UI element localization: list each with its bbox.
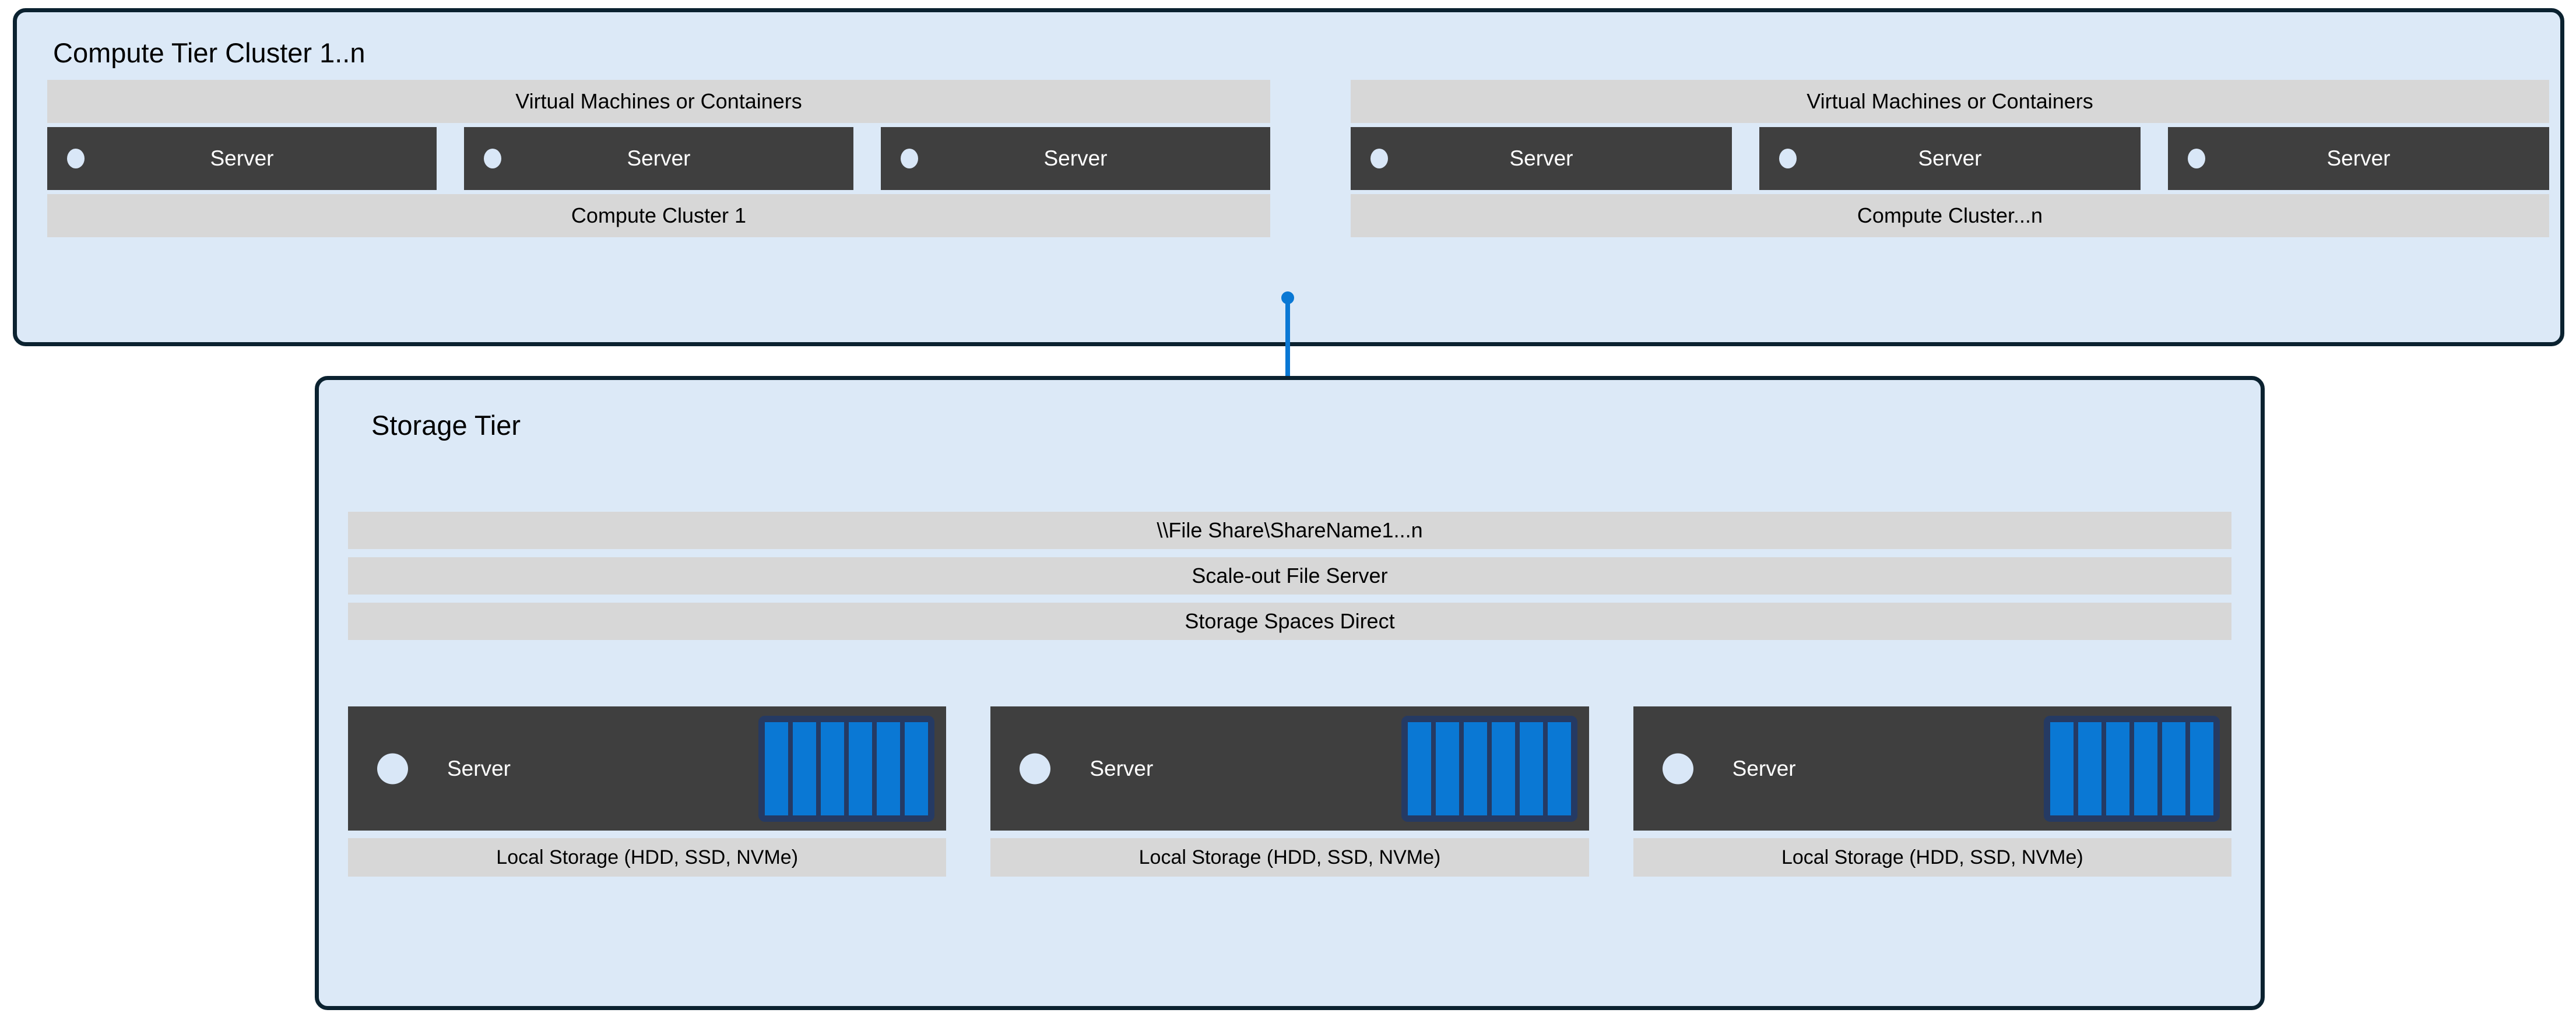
local-storage-label: Local Storage (HDD, SSD, NVMe) — [1633, 838, 2231, 877]
disk-icon — [2162, 722, 2185, 815]
compute-cluster-1-footer: Compute Cluster 1 — [47, 194, 1270, 237]
disk-icon — [821, 722, 845, 815]
storage-server-box[interactable]: Server — [1633, 706, 2231, 831]
local-storage-label: Local Storage (HDD, SSD, NVMe) — [990, 838, 1589, 877]
compute-cluster-n-footer: Compute Cluster...n — [1351, 194, 2549, 237]
disk-icon — [1435, 722, 1459, 815]
compute-cluster-n: Virtual Machines or Containers Server Se… — [1351, 80, 2549, 237]
status-led-icon — [1020, 753, 1051, 784]
status-led-icon — [1370, 149, 1388, 168]
disk-icon — [765, 722, 789, 815]
disk-icon — [2190, 722, 2213, 815]
disk-icon — [849, 722, 873, 815]
disk-array-icon — [2043, 715, 2220, 822]
local-storage-label: Local Storage (HDD, SSD, NVMe) — [348, 838, 947, 877]
compute-server-box[interactable]: Server — [2168, 127, 2549, 190]
storage-node: Server Local Storage (HDD, SSD, NVMe) — [1633, 706, 2231, 877]
compute-server-box[interactable]: Server — [47, 127, 437, 190]
disk-icon — [1463, 722, 1487, 815]
disk-icon — [2050, 722, 2074, 815]
status-led-icon — [377, 753, 408, 784]
storage-tier-title: Storage Tier — [371, 410, 521, 441]
storage-spaces-direct-row: Storage Spaces Direct — [348, 603, 2231, 640]
disk-icon — [1407, 722, 1431, 815]
disk-icon — [1547, 722, 1571, 815]
storage-tier-panel: Storage Tier \\File Share\ShareName1...n… — [315, 376, 2265, 1010]
compute-cluster-1: Virtual Machines or Containers Server Se… — [47, 80, 1270, 237]
status-led-icon — [484, 149, 501, 168]
compute-cluster-1-server-row: Server Server Server — [47, 127, 1270, 190]
storage-node-row: Server Local Storage (HDD, SSD, NVMe) — [348, 706, 2231, 877]
status-led-icon — [1662, 753, 1693, 784]
disk-icon — [2134, 722, 2157, 815]
server-label: Server — [1043, 146, 1108, 170]
compute-server-box[interactable]: Server — [464, 127, 853, 190]
compute-cluster-1-header: Virtual Machines or Containers — [47, 80, 1270, 123]
compute-tier-panel: Compute Tier Cluster 1..n Virtual Machin… — [13, 8, 2564, 346]
scale-out-file-server-row: Scale-out File Server — [348, 557, 2231, 595]
compute-server-box[interactable]: Server — [881, 127, 1270, 190]
file-share-row: \\File Share\ShareName1...n — [348, 512, 2231, 549]
status-led-icon — [1779, 149, 1797, 168]
status-led-icon — [67, 149, 85, 168]
server-label: Server — [1918, 146, 1982, 170]
compute-server-box[interactable]: Server — [1351, 127, 1732, 190]
disk-array-icon — [758, 715, 935, 822]
disk-icon — [1491, 722, 1515, 815]
storage-node: Server Local Storage (HDD, SSD, NVMe) — [990, 706, 1589, 877]
disk-array-icon — [1401, 715, 1577, 822]
compute-tier-title: Compute Tier Cluster 1..n — [53, 37, 366, 68]
storage-server-box[interactable]: Server — [990, 706, 1589, 831]
server-label: Server — [1090, 756, 1154, 780]
disk-icon — [877, 722, 901, 815]
disk-icon — [793, 722, 817, 815]
storage-node: Server Local Storage (HDD, SSD, NVMe) — [348, 706, 947, 877]
compute-server-box[interactable]: Server — [1759, 127, 2141, 190]
server-label: Server — [1509, 146, 1573, 170]
storage-service-rows: \\File Share\ShareName1...n Scale-out Fi… — [348, 512, 2231, 640]
disk-icon — [1519, 722, 1543, 815]
disk-icon — [905, 722, 929, 815]
disk-icon — [2106, 722, 2129, 815]
server-label: Server — [627, 146, 691, 170]
compute-cluster-n-server-row: Server Server Server — [1351, 127, 2549, 190]
server-label: Server — [2327, 146, 2391, 170]
server-label: Server — [447, 756, 511, 780]
disk-icon — [2078, 722, 2101, 815]
server-label: Server — [1732, 756, 1796, 780]
compute-cluster-n-header: Virtual Machines or Containers — [1351, 80, 2549, 123]
storage-server-box[interactable]: Server — [348, 706, 947, 831]
status-led-icon — [2188, 149, 2205, 168]
server-label: Server — [210, 146, 274, 170]
status-led-icon — [901, 149, 918, 168]
